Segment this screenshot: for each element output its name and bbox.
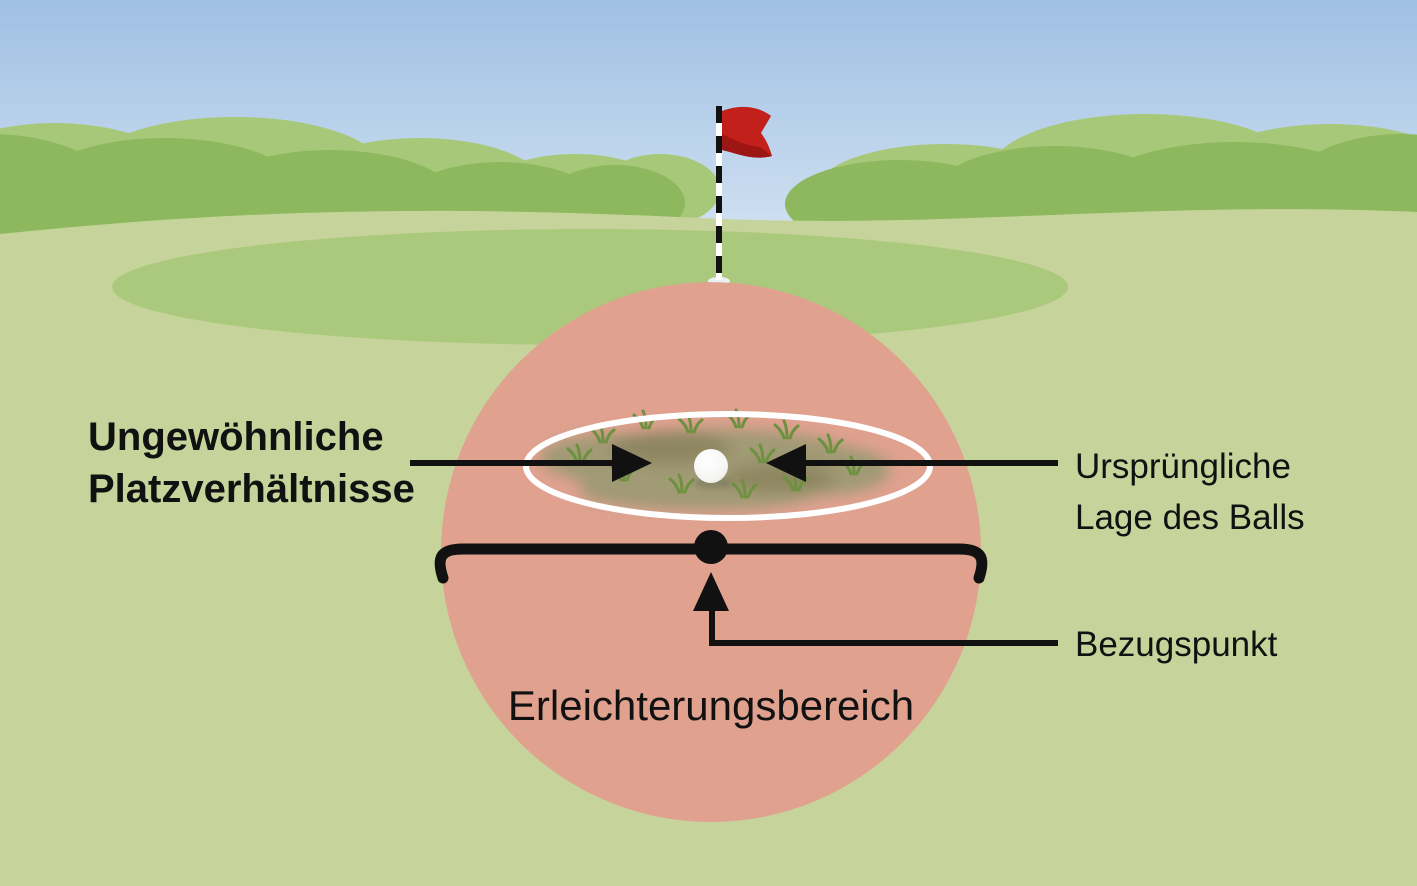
- flag-cloth-shadow: [722, 134, 772, 158]
- reference-point-dot: [694, 530, 728, 564]
- label-relief-area: Erleichterungsbereich: [508, 682, 914, 729]
- abnormal-conditions-connector: [410, 444, 652, 482]
- arrowhead-up-icon: [693, 572, 729, 611]
- arrowhead-right-icon: [612, 444, 652, 482]
- original-lie-connector: [766, 444, 1058, 482]
- label-reference-point: Bezugspunkt: [1075, 625, 1278, 664]
- relief-area-shape: [441, 552, 981, 822]
- golf-ball: [694, 449, 728, 483]
- label-abnormal-conditions-line1: Ungewöhnliche: [88, 415, 384, 459]
- label-abnormal-conditions-line2: Platzverhältnisse: [88, 467, 415, 511]
- arrowhead-left-icon: [766, 444, 806, 482]
- label-original-lie-line1: Ursprüngliche: [1075, 447, 1291, 486]
- label-original-lie-line2: Lage des Balls: [1075, 498, 1305, 537]
- reference-point-connector: [693, 572, 1058, 646]
- flag: [722, 106, 772, 158]
